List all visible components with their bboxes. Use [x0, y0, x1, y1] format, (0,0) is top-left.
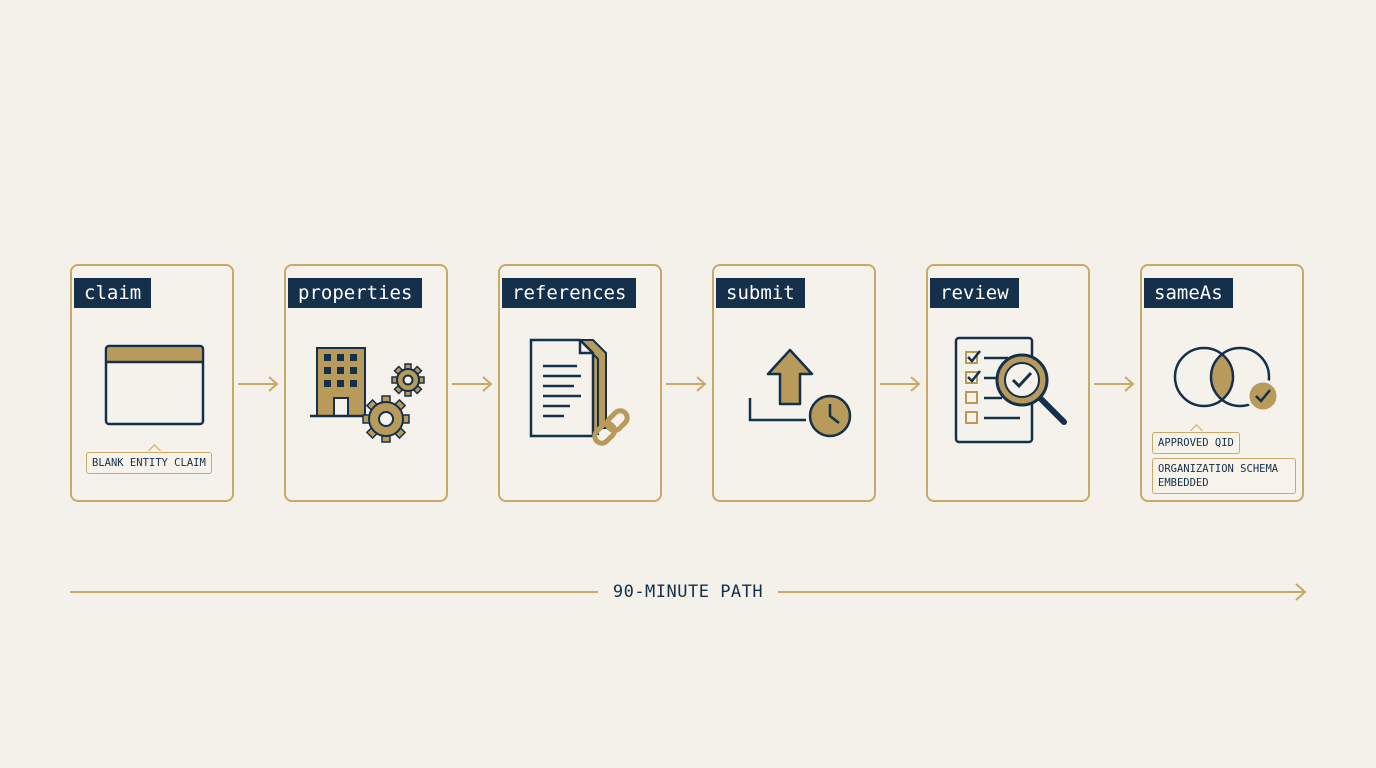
organization-schema-tag-line1: ORGANIZATION SCHEMA [1158, 463, 1279, 475]
arrow-right-icon [1094, 376, 1135, 392]
step-references-label: references [502, 278, 637, 308]
timeline-label: 90-MINUTE PATH [598, 580, 778, 604]
step-submit: submit [712, 264, 876, 502]
step-claim: claim BLANK ENTITY CLAIM [70, 264, 234, 502]
step-review: review [926, 264, 1090, 502]
arrow-right-icon [666, 376, 707, 392]
step-sameas: sameAs APPROVED QID ORGANIZATION SCHEMA … [1140, 264, 1304, 502]
step-references: references [498, 264, 662, 502]
step-properties: properties [284, 264, 448, 502]
approved-qid-tag: APPROVED QID [1152, 432, 1240, 454]
step-submit-label: submit [716, 278, 805, 308]
organization-schema-tag: ORGANIZATION SCHEMA EMBEDDED [1152, 458, 1296, 494]
step-claim-label: claim [74, 278, 152, 308]
organization-schema-tag-line2: EMBEDDED [1158, 477, 1209, 489]
step-review-label: review [930, 278, 1019, 308]
documents-link-icon [529, 338, 630, 446]
arrow-right-icon [880, 376, 921, 392]
blank-entity-claim-tag: BLANK ENTITY CLAIM [86, 452, 212, 474]
upload-clock-icon [748, 348, 852, 438]
step-sameas-label: sameAs [1144, 278, 1233, 308]
building-gears-icon [310, 347, 425, 443]
arrow-right-icon [452, 376, 493, 392]
step-properties-label: properties [288, 278, 423, 308]
arrow-right-icon [238, 376, 279, 392]
checklist-magnifier-icon [954, 336, 1067, 444]
venn-check-icon [1173, 346, 1280, 413]
browser-window-icon [104, 344, 205, 426]
